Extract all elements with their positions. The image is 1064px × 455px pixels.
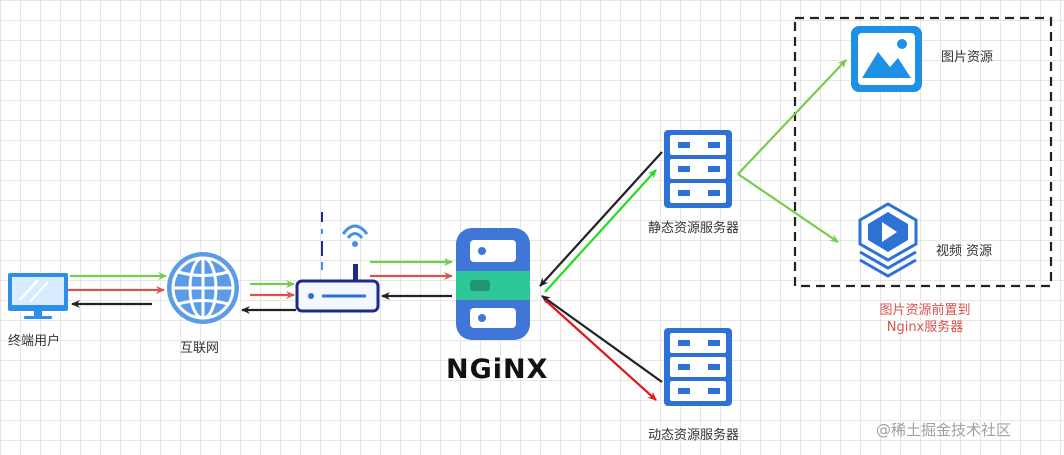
arrow-static-to-nginx-black xyxy=(539,151,663,287)
nginx-logo: NGiNX xyxy=(446,354,549,385)
internet-label: 互联网 xyxy=(180,341,220,356)
arrow-static-to-image-green xyxy=(737,59,847,175)
nginx-server-icon xyxy=(456,228,530,340)
static-server-icon xyxy=(664,130,732,208)
router-icon xyxy=(295,212,380,313)
video-icon xyxy=(858,202,918,278)
resource-group-box xyxy=(793,16,1053,288)
annotation-line-1: 图片资源前置到 xyxy=(879,303,971,318)
arrow-dynamic-to-nginx-black xyxy=(541,295,663,383)
dynamic-server-icon xyxy=(664,328,732,406)
video-resource-label: 视频 资源 xyxy=(936,244,993,259)
watermark: @稀土掘金技术社区 xyxy=(876,421,1012,439)
annotation-line-2: Nginx服务器 xyxy=(886,320,964,335)
static-server-label: 静态资源服务器 xyxy=(648,221,740,236)
arrow-nginx-to-static-green xyxy=(544,169,657,293)
monitor-icon xyxy=(8,273,68,319)
globe-icon xyxy=(167,252,239,324)
image-resource-label: 图片资源 xyxy=(941,50,994,65)
dynamic-server-label: 动态资源服务器 xyxy=(648,428,740,443)
arrow-static-to-video-green xyxy=(737,173,839,243)
image-icon xyxy=(851,26,922,92)
terminal-user-label: 终端用户 xyxy=(8,334,61,349)
annotation-note: 图片资源前置到 Nginx服务器 xyxy=(860,302,990,336)
arrow-nginx-to-dynamic-red xyxy=(544,299,657,401)
